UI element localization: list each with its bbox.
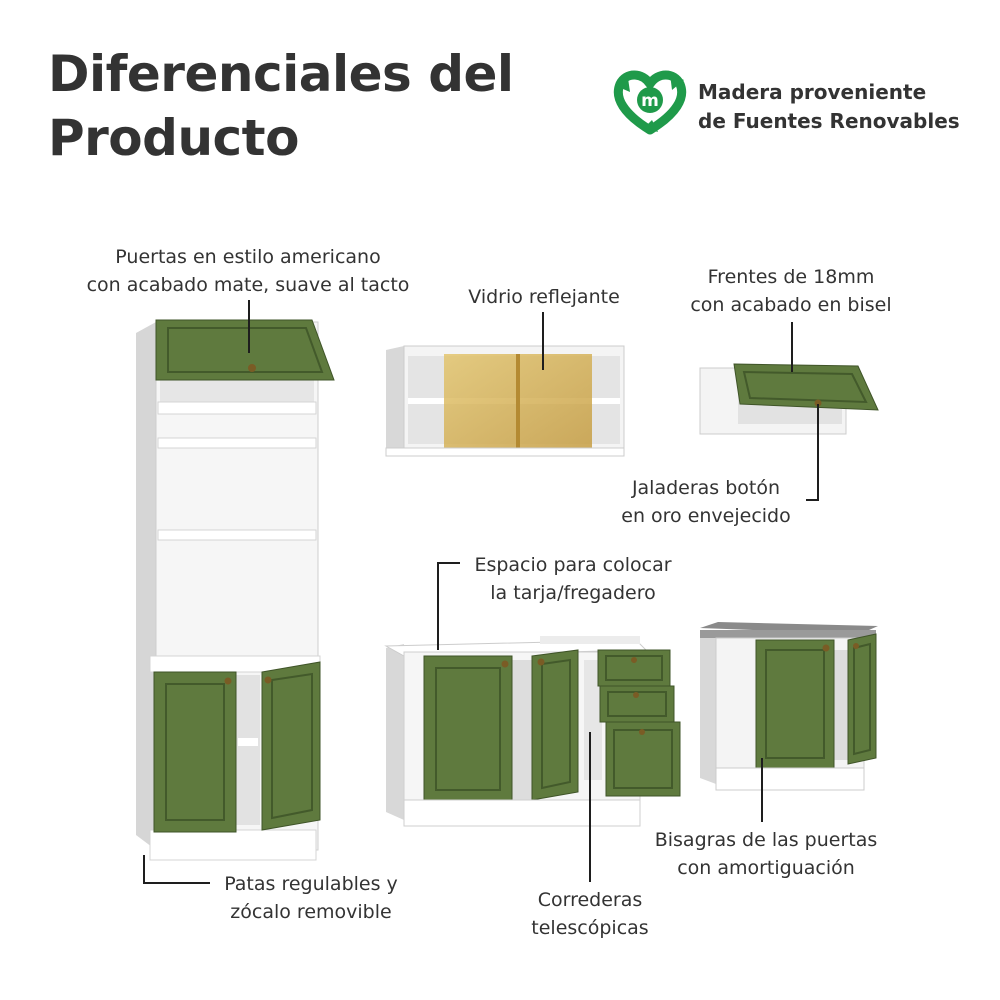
callout-vidrio-line1: Vidrio reflejante (468, 286, 620, 308)
callout-correderas-line2: telescópicas (531, 917, 649, 939)
tall-cabinet (136, 319, 335, 861)
callout-bisagras-line2: con amortiguación (677, 857, 855, 879)
callout-puertas-line1: Puertas en estilo americano (115, 246, 381, 268)
jaladeras-leader (806, 404, 819, 501)
title-line-2: Producto (48, 109, 299, 167)
sink-base-cabinet (384, 636, 681, 827)
callout-bisagras-line1: Bisagras de las puertas (654, 829, 878, 851)
callout-jaladeras-line1: Jaladeras botón (631, 477, 781, 499)
callout-espacio-line2: la tarja/fregadero (490, 582, 656, 604)
callout-frentes-line2: con acabado en bisel (690, 294, 892, 316)
callout-puertas: Puertas en estilo americano con acabado … (70, 243, 426, 299)
callout-espacio: Espacio para colocar la tarja/fregadero (458, 551, 688, 607)
title-line-1: Diferenciales del (48, 45, 514, 103)
countertop-base-cabinet (700, 622, 878, 791)
callout-frentes-line1: Frentes de 18mm (707, 266, 875, 288)
callout-jaladeras-line2: en oro envejecido (621, 505, 791, 527)
badge-letter: m (641, 91, 659, 111)
callout-patas-line2: zócalo removible (230, 901, 392, 923)
espacio-leader (437, 562, 460, 650)
renewable-wood-badge: Madera proveniente de Fuentes Renovables (698, 78, 960, 136)
badge-line-1: Madera proveniente (698, 80, 927, 104)
page-title: Diferenciales del Producto (48, 42, 514, 170)
callout-vidrio: Vidrio reflejante (446, 283, 642, 311)
callout-puertas-line2: con acabado mate, suave al tacto (86, 274, 410, 296)
badge-line-2: de Fuentes Renovables (698, 109, 960, 133)
callout-espacio-line1: Espacio para colocar (474, 554, 672, 576)
callout-lines (143, 300, 819, 884)
callout-patas: Patas regulables y zócalo removible (206, 870, 416, 926)
small-wall-cabinet (699, 363, 879, 435)
callout-frentes: Frentes de 18mm con acabado en bisel (672, 263, 910, 319)
patas-leader (143, 855, 210, 884)
callout-jaladeras: Jaladeras botón en oro envejecido (608, 474, 804, 530)
callout-correderas: Correderas telescópicas (510, 886, 670, 942)
glass-wall-cabinet (385, 345, 625, 457)
callout-bisagras: Bisagras de las puertas con amortiguació… (636, 826, 896, 882)
recycle-leaf-icon: m (613, 70, 687, 135)
callout-correderas-line1: Correderas (537, 889, 643, 911)
callout-patas-line1: Patas regulables y (224, 873, 398, 895)
